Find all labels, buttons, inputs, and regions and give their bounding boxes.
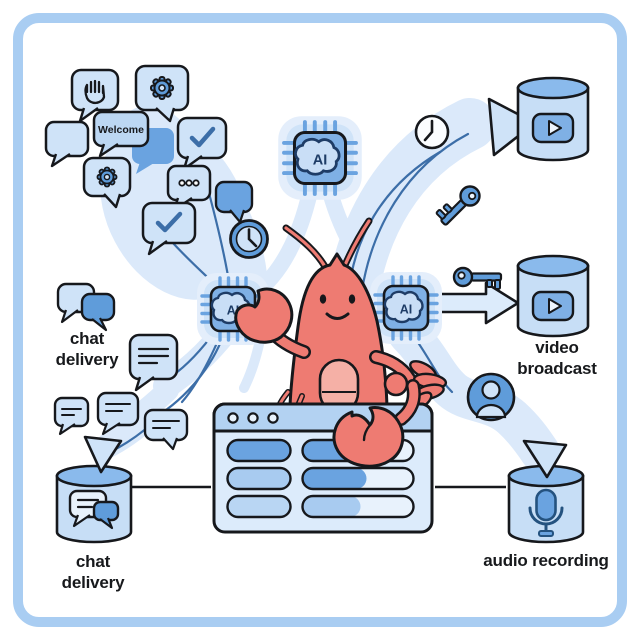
brain-icon <box>383 290 424 324</box>
clock-icon-outline <box>414 114 450 150</box>
message-lines-icon <box>105 403 131 412</box>
message-bubble <box>96 391 140 436</box>
lobster-eye-right <box>348 294 356 304</box>
speech-bubble-cluster: Welcome <box>44 64 254 256</box>
message-bubble-cluster <box>53 333 189 451</box>
message-bubble <box>128 333 179 392</box>
speech-bubble-check-2 <box>141 201 197 256</box>
audio-database <box>507 464 585 544</box>
user-avatar-icon <box>466 372 516 422</box>
lobster-eye-left <box>319 294 327 304</box>
chip-label: AI <box>400 303 413 317</box>
message-lines-icon <box>152 420 180 429</box>
window-row-pill <box>226 466 292 491</box>
speech-bubble-plain <box>44 120 90 168</box>
checkmark-icon <box>189 126 216 148</box>
gear-icon <box>96 166 118 188</box>
video-database-mid <box>516 254 590 338</box>
window-row-pill <box>226 438 292 463</box>
speech-bubble-gear-2 <box>82 156 132 209</box>
play-icon <box>531 290 575 322</box>
message-lines-icon <box>61 408 82 416</box>
arrow-to-audio-database <box>522 439 568 479</box>
speech-bubble-welcome: Welcome <box>92 110 150 158</box>
message-bubble <box>143 408 189 451</box>
window-progress-pill <box>301 466 415 491</box>
speech-bubble-hand <box>70 68 120 123</box>
chip-label: AI <box>313 152 328 168</box>
lobster-smile <box>325 312 350 320</box>
welcome-text: Welcome <box>98 124 144 136</box>
window-dots <box>227 412 279 424</box>
speech-bubble-dark-small <box>214 180 254 224</box>
chat-bubbles-icon <box>56 282 116 332</box>
chip-pins <box>373 275 439 341</box>
lobster-mascot <box>234 217 448 414</box>
message-lines-icon <box>137 347 170 365</box>
key-icon-horizontal <box>452 266 503 290</box>
arrow-to-chat-database <box>83 435 123 474</box>
ai-chip-left: AI <box>197 273 269 345</box>
label-audio-recording: audio recording <box>483 551 609 570</box>
wave-hand-icon <box>84 79 106 105</box>
key-icon-diagonal <box>435 185 481 226</box>
lobster-claw-right <box>332 379 421 468</box>
label-chat-delivery-store: chat delivery <box>61 552 125 592</box>
chip-pins <box>282 120 358 196</box>
lobster-claw-left <box>234 287 294 344</box>
clock-icon-filled <box>229 219 269 259</box>
window-row-pill <box>226 494 292 519</box>
label-chat-delivery-flow: chat delivery <box>55 329 119 369</box>
gear-icon <box>150 76 174 100</box>
ai-chip-top: AI <box>278 116 362 200</box>
chat-bubbles-icon <box>68 489 120 530</box>
label-video-broadcast: video broadcast <box>517 338 597 378</box>
play-icon <box>531 112 575 144</box>
video-database-top <box>516 76 590 162</box>
chat-database <box>55 464 133 544</box>
speech-bubble-gear <box>134 64 190 123</box>
window-progress-pill <box>301 494 415 519</box>
checkmark-icon <box>155 211 183 233</box>
message-bubble <box>53 396 90 436</box>
typing-dots-icon <box>178 179 200 187</box>
arrow-to-video-top <box>487 97 537 157</box>
brain-icon <box>294 137 341 176</box>
arrow-to-video-mid <box>432 281 520 325</box>
microphone-icon <box>528 488 564 537</box>
ai-chip-right: AI <box>370 272 442 344</box>
